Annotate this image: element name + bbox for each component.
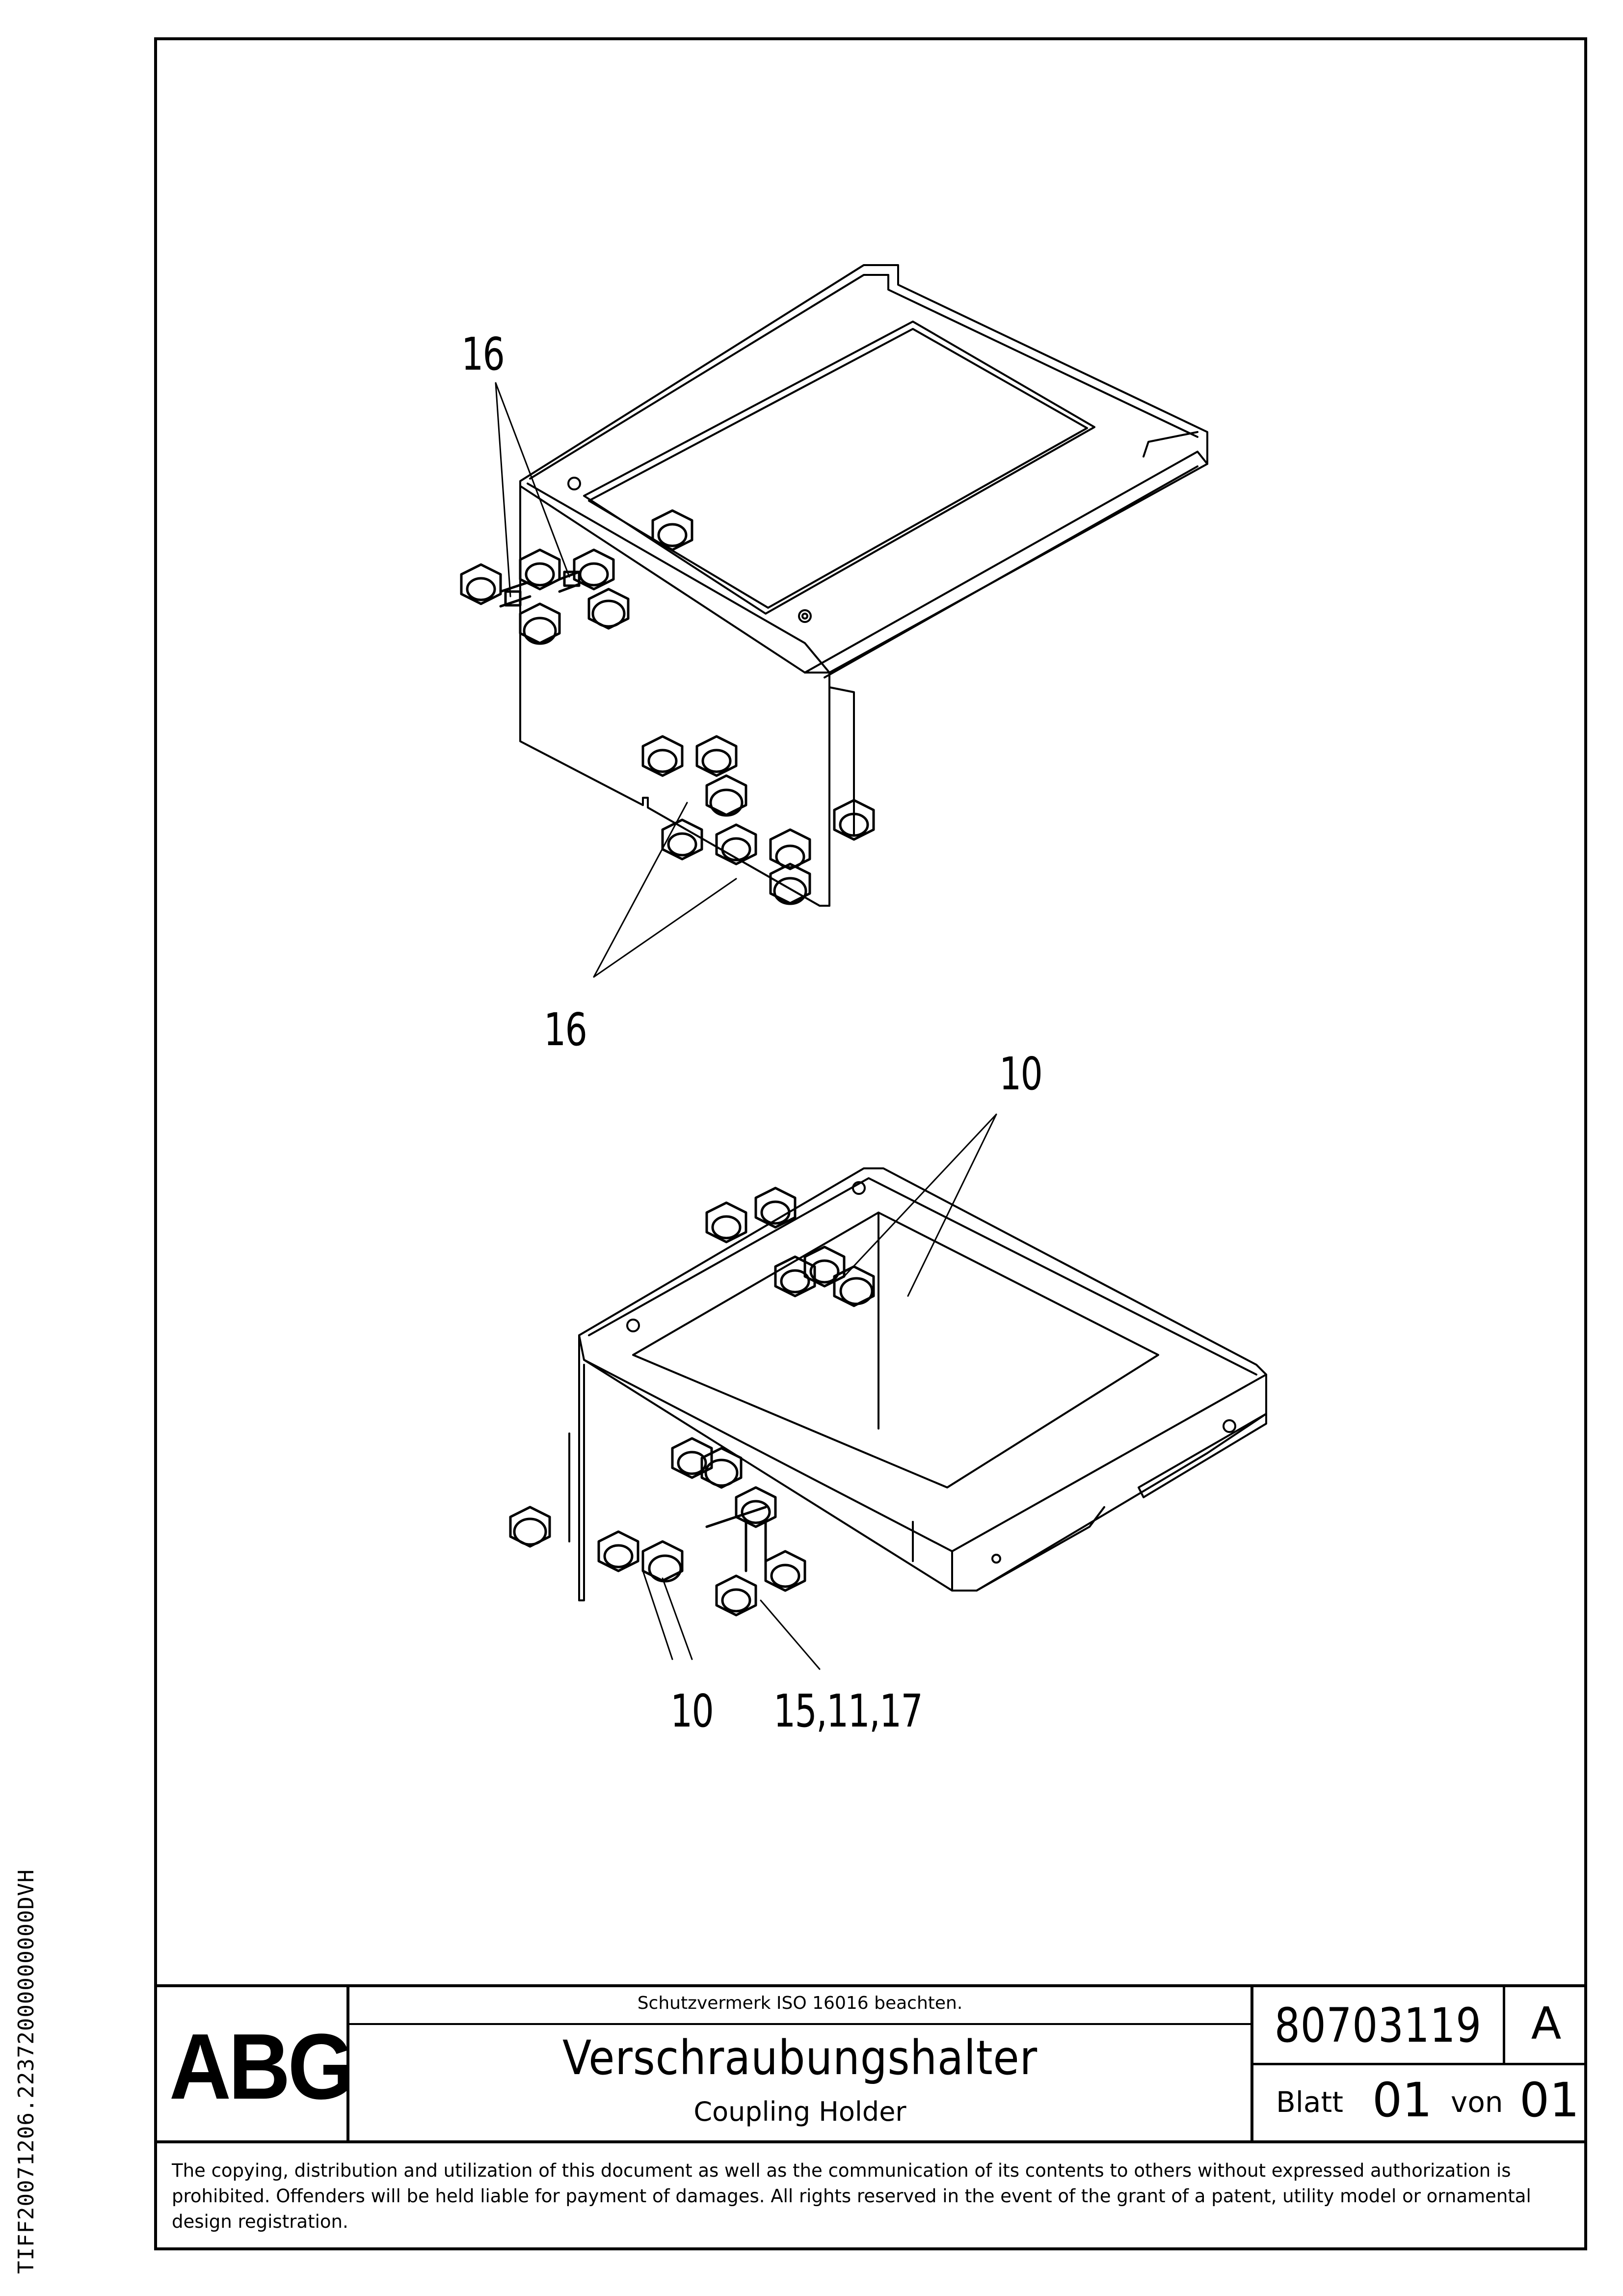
lower-fittings [509,1187,875,1617]
sheet-number: 01 [1372,2073,1433,2128]
upper-top-plate [519,264,1208,674]
upper-side-plate [519,483,830,907]
lower-plate-cutout [632,1212,1159,1488]
title-block-divider-revision [1503,1984,1505,2064]
upper-plate-cutout [583,321,1095,615]
callout-lower-bottom-right: 15,11,17 [773,1685,923,1737]
revision-letter: A [1531,1998,1562,2050]
title-block-divider-logo [346,1984,349,2143]
lower-holder-assembly [509,1113,1267,1670]
of-label: von [1451,2085,1503,2119]
lower-leaders [642,1113,997,1670]
callout-upper-top: 16 [461,328,505,380]
sheet-label: Blatt [1276,2085,1343,2119]
copyright-notice: The copying, distribution and utilizatio… [172,2160,1531,2232]
protection-note: Schutzvermerk ISO 16016 beachten. [637,1993,963,2013]
document-number: 80703119 [1274,1998,1482,2053]
upper-leaders [495,382,737,978]
upper-holder-assembly [460,264,1208,978]
drawing-title-english: Coupling Holder [693,2096,906,2127]
lower-side-plate [578,1334,585,1601]
callout-lower-bottom-left: 10 [670,1685,714,1737]
title-block-note-rule [346,2023,1251,2025]
callout-lower-top: 10 [999,1048,1043,1100]
company-logo: ABG [169,2015,354,2119]
sheet-total: 01 [1519,2073,1580,2128]
callout-upper-bottom: 16 [544,1003,587,1056]
title-block-top-rule [154,1984,1587,1987]
upper-fittings-top [460,509,693,645]
lower-top-plate [578,1167,1267,1592]
title-block-sheet-rule [1251,2063,1587,2065]
drawing-title-german: Verschraubungshalter [562,2030,1038,2085]
title-block-bottom-rule [154,2140,1587,2143]
drawing-frame [154,37,1587,2250]
